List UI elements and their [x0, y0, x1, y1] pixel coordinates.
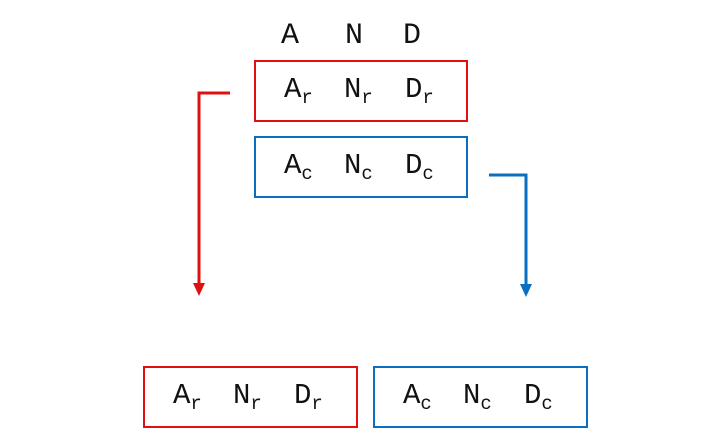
term-sub: r: [311, 393, 323, 415]
term-base: D: [524, 379, 542, 412]
term-sub: r: [301, 87, 313, 109]
bottom-red-box: Ar Nr Dr: [143, 366, 358, 428]
term-d-c: Dc: [405, 149, 434, 185]
term-sub: r: [250, 393, 262, 415]
term-n-c: Nc: [463, 379, 492, 415]
bottom-blue-box: Ac Nc Dc: [373, 366, 588, 428]
term-base: A: [284, 149, 302, 182]
term-sub: c: [480, 393, 492, 415]
term-sub: c: [361, 163, 373, 185]
term-sub: r: [422, 87, 434, 109]
term-base: N: [344, 73, 362, 106]
term-a-c: Ac: [403, 379, 432, 415]
term-sub: c: [541, 393, 553, 415]
term-d-r: Dr: [405, 73, 434, 109]
term-base: A: [173, 379, 191, 412]
term-base: A: [284, 73, 302, 106]
top-red-box: Ar Nr Dr: [254, 60, 468, 122]
term-base: D: [405, 149, 423, 182]
term-base: N: [344, 149, 362, 182]
term-base: D: [405, 73, 423, 106]
term-base: N: [233, 379, 251, 412]
red-arrow: [193, 91, 230, 296]
red-arrow-line: [197, 91, 230, 286]
header-letter-a: A: [281, 19, 300, 53]
term-sub: c: [301, 163, 313, 185]
term-base: N: [463, 379, 481, 412]
term-sub: r: [361, 87, 373, 109]
header-letter-n: N: [345, 19, 364, 53]
term-sub: c: [420, 393, 432, 415]
top-blue-box: Ac Nc Dc: [254, 136, 468, 198]
header-letters: A N D: [281, 18, 431, 54]
term-a-c: Ac: [284, 149, 313, 185]
term-n-r: Nr: [344, 73, 373, 109]
term-n-r: Nr: [233, 379, 262, 415]
blue-arrow-line: [489, 173, 528, 287]
blue-arrow-head: [520, 284, 532, 297]
term-a-r: Ar: [284, 73, 313, 109]
term-n-c: Nc: [344, 149, 373, 185]
term-sub: c: [422, 163, 434, 185]
term-d-c: Dc: [524, 379, 553, 415]
term-sub: r: [190, 393, 202, 415]
red-arrow-head: [193, 283, 205, 296]
blue-arrow: [489, 173, 532, 297]
term-base: A: [403, 379, 421, 412]
term-d-r: Dr: [294, 379, 323, 415]
term-base: D: [294, 379, 312, 412]
term-a-r: Ar: [173, 379, 202, 415]
header-letter-d: D: [403, 19, 422, 53]
